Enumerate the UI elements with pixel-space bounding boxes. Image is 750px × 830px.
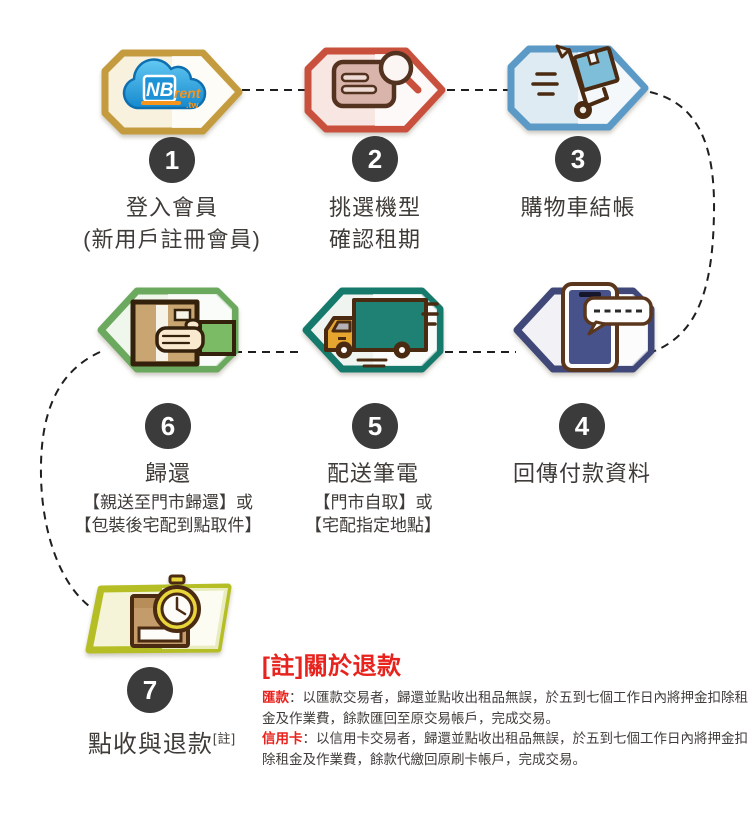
step2-title: 挑選機型 bbox=[328, 195, 421, 220]
step1-title: 登入會員 bbox=[125, 195, 218, 220]
delivery-truck-icon bbox=[324, 298, 439, 368]
step2-number: 2 bbox=[352, 136, 398, 182]
step4-title: 回傳付款資料 bbox=[512, 461, 651, 486]
nbrent-cloud-logo-icon: NB rent .tw bbox=[122, 58, 207, 110]
step6-subtitle: 【親送至門市歸還】或 bbox=[83, 493, 253, 512]
step5-title: 配送筆電 bbox=[326, 461, 419, 486]
step3-badge bbox=[507, 44, 649, 131]
refund-note: [註]關於退款 匯款：以匯款交易者，歸還並點收出租品無誤，於五到七個工作日內將押… bbox=[262, 646, 750, 770]
step5-badge bbox=[302, 287, 444, 373]
step6-number: 6 bbox=[145, 403, 191, 449]
connector-step6-step7 bbox=[39, 351, 101, 610]
step4-badge bbox=[513, 282, 655, 373]
svg-text:.tw: .tw bbox=[186, 100, 199, 110]
refund-note-remittance: 匯款：以匯款交易者，歸還並點收出租品無誤，於五到七個工作日內將押金扣除租金及作業… bbox=[262, 688, 750, 729]
refund-note-remittance-text: ：以匯款交易者，歸還並點收出租品無誤，於五到七個工作日內將押金扣除租金及作業費，… bbox=[262, 690, 748, 726]
handover-box-icon bbox=[130, 299, 236, 367]
browse-model-search-icon bbox=[331, 50, 422, 109]
step5-subtitle: 【門市自取】或 bbox=[313, 493, 433, 512]
refund-note-title: [註]關於退款 bbox=[262, 653, 402, 680]
step2-subtitle: 確認租期 bbox=[328, 227, 421, 252]
step3-number: 3 bbox=[555, 136, 601, 182]
refund-note-creditcard: 信用卡：以信用卡交易者，歸還並點收出租品無誤，於五到七個工作日內將押金扣除租金及… bbox=[262, 729, 750, 770]
step7-number: 7 bbox=[127, 667, 173, 713]
step7-badge bbox=[85, 574, 232, 654]
refund-note-creditcard-text: ：以信用卡交易者，歸還並點收出租品無誤，於五到七個工作日內將押金扣除租金及作業費… bbox=[262, 731, 748, 767]
refund-note-remittance-label: 匯款 bbox=[262, 690, 289, 705]
step7-title: 點收與退款[註] bbox=[87, 731, 237, 758]
svg-text:NB: NB bbox=[146, 80, 174, 101]
phone-message-icon bbox=[561, 282, 653, 372]
step6-title: 歸還 bbox=[144, 461, 191, 486]
stopwatch-package-icon bbox=[130, 574, 201, 648]
step1-number: 1 bbox=[149, 137, 195, 183]
step4-number: 4 bbox=[559, 403, 605, 449]
step6-subtitle2: 【包裝後宅配到點取件】 bbox=[74, 516, 262, 535]
step6-badge bbox=[97, 287, 239, 373]
refund-note-creditcard-label: 信用卡 bbox=[262, 731, 303, 747]
connector-step3-step4 bbox=[649, 91, 716, 353]
cart-dolly-icon bbox=[531, 44, 620, 119]
step5-number: 5 bbox=[352, 403, 398, 449]
step7-title-footnote-mark: [註] bbox=[212, 731, 237, 746]
step1-badge: NB rent .tw bbox=[101, 49, 243, 135]
step5-subtitle2: 【宅配指定地點】 bbox=[305, 516, 441, 535]
step3-title: 購物車結帳 bbox=[520, 195, 636, 220]
step2-badge bbox=[304, 47, 446, 133]
svg-text:rent: rent bbox=[174, 85, 202, 101]
step1-subtitle: (新用戶註冊會員) bbox=[83, 227, 261, 252]
